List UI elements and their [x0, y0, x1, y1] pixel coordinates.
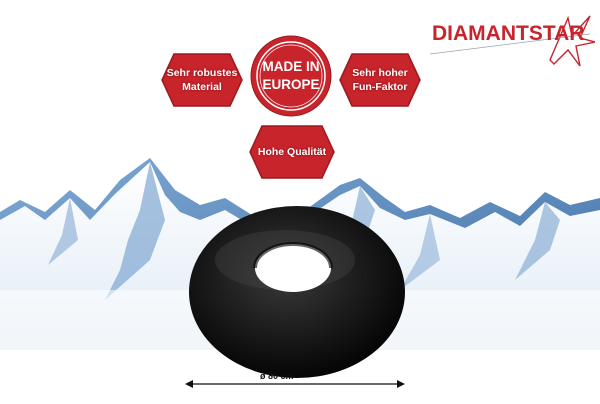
made-in-europe-text: MADE IN EUROPE — [262, 59, 320, 92]
seal-shape — [250, 35, 332, 117]
hexagon-shape — [339, 53, 421, 107]
inner-tube-image — [189, 206, 405, 378]
dimension-label: ø 80 cm — [260, 371, 294, 381]
badge-robust-material-text: Sehr robustes Material — [166, 67, 238, 93]
badge-high-quality-text: Hohe Qualität — [257, 146, 327, 158]
badge-fun-factor: Sehr hoher Fun-Faktor — [338, 52, 422, 108]
brand-logo: DIAMANTSTAR — [432, 22, 585, 45]
badge-fun-factor-text: Sehr hoher Fun-Faktor — [352, 67, 408, 93]
badge-made-in-europe: MADE IN EUROPE — [250, 35, 332, 117]
hexagon-shape — [249, 125, 335, 179]
hexagon-shape — [161, 53, 243, 107]
dimension-arrow — [185, 380, 405, 388]
brand-star-icon — [430, 15, 595, 67]
badge-high-quality: Hohe Qualität — [248, 124, 336, 180]
badge-robust-material: Sehr robustes Material — [160, 52, 244, 108]
